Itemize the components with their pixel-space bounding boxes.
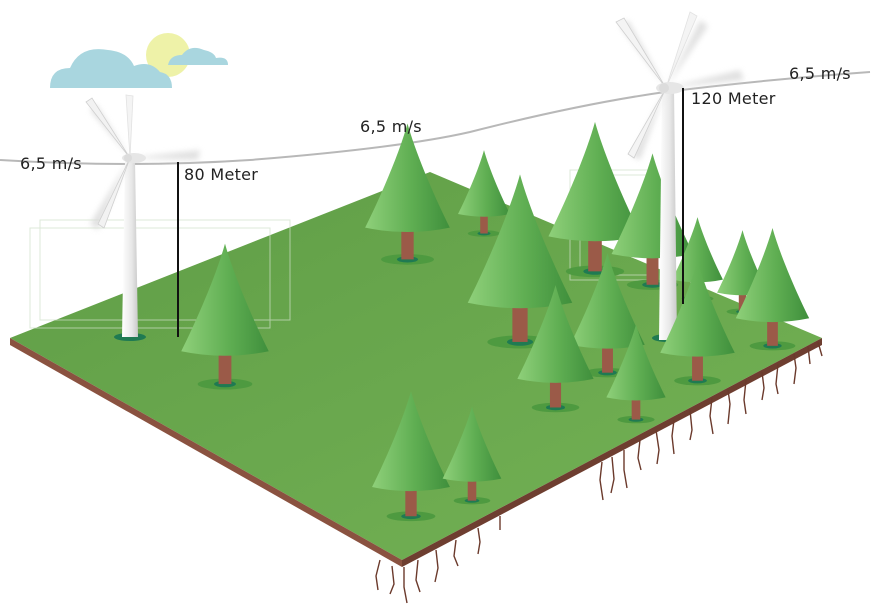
sun-icon [146, 33, 190, 77]
cloud-icon [168, 47, 228, 65]
sky-decoration [50, 33, 228, 88]
cloud-icon [50, 49, 172, 88]
wind-turbine-80m [85, 94, 200, 341]
wind-turbine-120m [615, 11, 744, 342]
wind-speed-label-left: 6,5 m/s [20, 154, 82, 173]
height-label-120m: 120 Meter [691, 89, 776, 108]
wind-speed-line [0, 71, 871, 165]
height-label-80m: 80 Meter [184, 165, 258, 184]
roots [375, 341, 823, 604]
wind-speed-label-middle: 6,5 m/s [360, 117, 422, 136]
wind-speed-label-right: 6,5 m/s [789, 64, 851, 83]
